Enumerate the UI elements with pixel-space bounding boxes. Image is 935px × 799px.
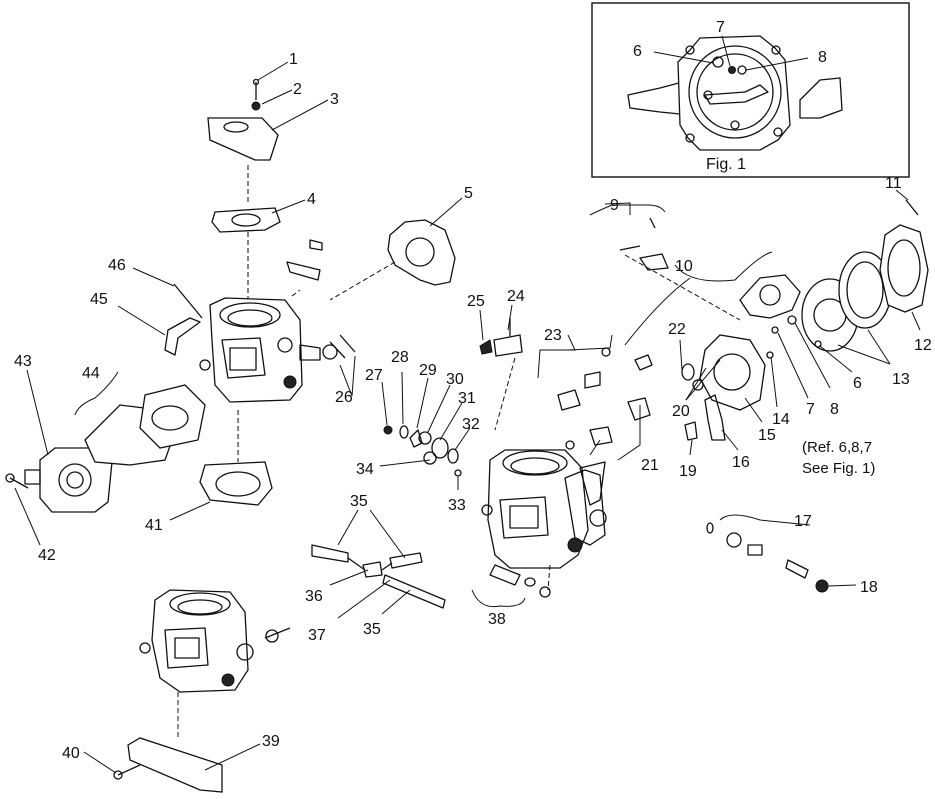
inset-callout-8: 8: [818, 49, 827, 66]
callout-16: 16: [732, 454, 750, 471]
callout-26: 26: [335, 389, 353, 406]
callout-21: 21: [641, 457, 659, 474]
bottom-carburetor: [113, 589, 291, 793]
callout-8-main: 8: [830, 401, 839, 418]
callout-2: 2: [293, 81, 302, 98]
small-parts-27-34: [383, 318, 523, 477]
callout-19: 19: [679, 463, 697, 480]
callout-9: 9: [610, 197, 619, 214]
callout-38: 38: [488, 611, 506, 628]
callout-44: 44: [82, 365, 100, 382]
callout-32: 32: [462, 416, 480, 433]
top-left-assembly: [164, 78, 456, 403]
inset-callout-7: 7: [716, 19, 725, 36]
callout-17: 17: [794, 513, 812, 530]
callout-37: 37: [308, 627, 326, 644]
callout-31: 31: [458, 390, 476, 407]
callout-3: 3: [330, 91, 339, 108]
callout-33: 33: [448, 497, 466, 514]
callout-36: 36: [305, 588, 323, 605]
callout-25: 25: [467, 293, 485, 310]
center-carburetor: [481, 347, 651, 598]
callout-6-main: 6: [853, 375, 862, 392]
inset-callout-6: 6: [633, 43, 642, 60]
callout-14: 14: [772, 411, 790, 428]
callout-18: 18: [860, 579, 878, 596]
note-line-2: See Fig. 1): [802, 460, 875, 477]
callout-42: 42: [38, 547, 56, 564]
callout-34: 34: [356, 461, 374, 478]
callout-11: 11: [885, 175, 902, 192]
callout-46: 46: [108, 257, 126, 274]
callout-35-bottom: 35: [363, 621, 381, 638]
right-pump-assembly: [619, 199, 929, 593]
callout-4: 4: [307, 191, 316, 208]
callout-20: 20: [672, 403, 690, 420]
callout-23: 23: [544, 327, 562, 344]
left-pump-assembly: [5, 384, 273, 513]
callout-15: 15: [758, 427, 776, 444]
callout-39: 39: [262, 733, 280, 750]
callout-24: 24: [507, 288, 525, 305]
leader-lines: [14, 61, 921, 774]
callout-30: 30: [446, 371, 464, 388]
callout-43: 43: [14, 353, 32, 370]
callout-27: 27: [365, 367, 383, 384]
reference-note: (Ref. 6,8,7 See Fig. 1): [802, 439, 875, 477]
callout-22: 22: [668, 321, 686, 338]
callout-28: 28: [391, 349, 409, 366]
callout-1: 1: [289, 51, 298, 68]
callout-41: 41: [145, 517, 163, 534]
callout-29: 29: [419, 362, 437, 379]
callout-40: 40: [62, 745, 80, 762]
fuel-lines: [311, 544, 446, 609]
callout-45: 45: [90, 291, 108, 308]
callout-5: 5: [464, 185, 473, 202]
inset-title: Fig. 1: [706, 156, 746, 173]
note-line-1: (Ref. 6,8,7: [802, 439, 872, 456]
callout-35-top: 35: [350, 493, 368, 510]
callout-12: 12: [914, 337, 932, 354]
callout-labels: 1 2 3 4 5 9 10 11 12 13 6 8 7 14 15 16 1…: [14, 51, 932, 762]
inset-figure: 6 7 8 Fig. 1: [591, 2, 910, 178]
callout-7-main: 7: [806, 401, 815, 418]
callout-13: 13: [892, 371, 910, 388]
callout-10: 10: [675, 258, 693, 275]
